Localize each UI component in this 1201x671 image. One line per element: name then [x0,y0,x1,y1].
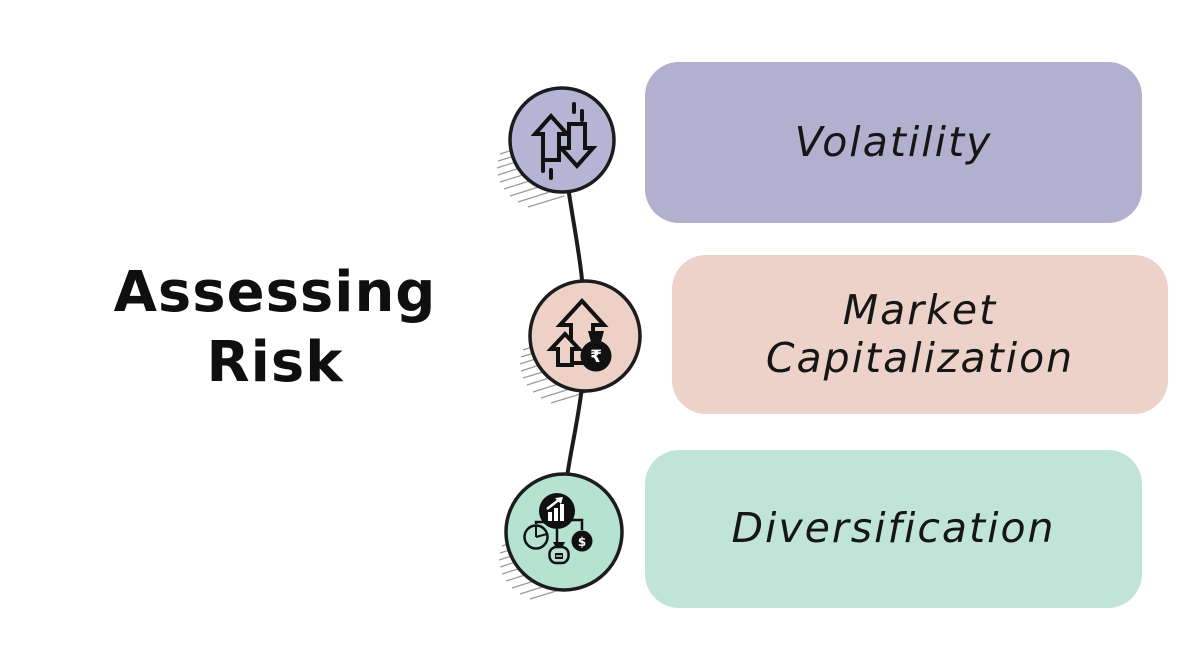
bar-chart-node-icon [539,493,575,529]
page-title-line1: Assessing [113,260,437,325]
label-card-market-capitalization: Market Capitalization [672,255,1168,414]
page-title-line2: Risk [206,330,344,395]
bar-chart-bars [548,504,564,521]
hatch-shadow-volatility [496,146,565,208]
tree-connectors [534,518,584,545]
up-arrow-icon [530,112,572,162]
large-growth-arrow-icon [555,298,609,365]
hatch-shadow-market-cap [519,342,588,404]
money-bag-tie [588,331,604,342]
volatility-label: Volatility [794,117,993,166]
page-title: Assessing Risk [55,258,495,398]
connector-line [560,139,588,533]
pie-slice-line-2 [535,533,548,538]
volatility-up-down-arrows-icon [530,102,598,180]
bar-chart-arrow [546,498,561,510]
hatch-shadow-diversification [498,538,567,600]
bar-chart-arrowhead [555,497,563,504]
down-arrow-icon [556,122,598,170]
pouch-body [548,545,570,565]
rupee-symbol: ₹ [590,347,602,367]
diversification-label: Diversification [731,504,1056,553]
money-pouch-node-icon [548,542,570,565]
dollar-node-icon [571,530,593,552]
node-circle-volatility [508,86,616,194]
small-growth-arrow-icon [546,331,584,367]
pouch-tie [553,542,565,548]
market-capitalization-label: Market Capitalization [765,286,1075,382]
label-card-diversification: Diversification [645,450,1142,608]
money-bag-growth-icon: ₹ [546,298,612,372]
money-bag-body [580,340,612,372]
portfolio-diversification-icon: $ [523,493,593,565]
node-circle-diversification [504,472,624,592]
motion-dashes [541,102,584,180]
node-circle-market-cap [528,279,642,393]
hatch-shadows [496,146,588,600]
money-bag-icon: ₹ [580,331,612,372]
dollar-symbol: $ [578,535,586,549]
pie-chart-node-icon [523,524,549,550]
banknote [555,553,563,559]
label-card-volatility: Volatility [645,62,1142,223]
